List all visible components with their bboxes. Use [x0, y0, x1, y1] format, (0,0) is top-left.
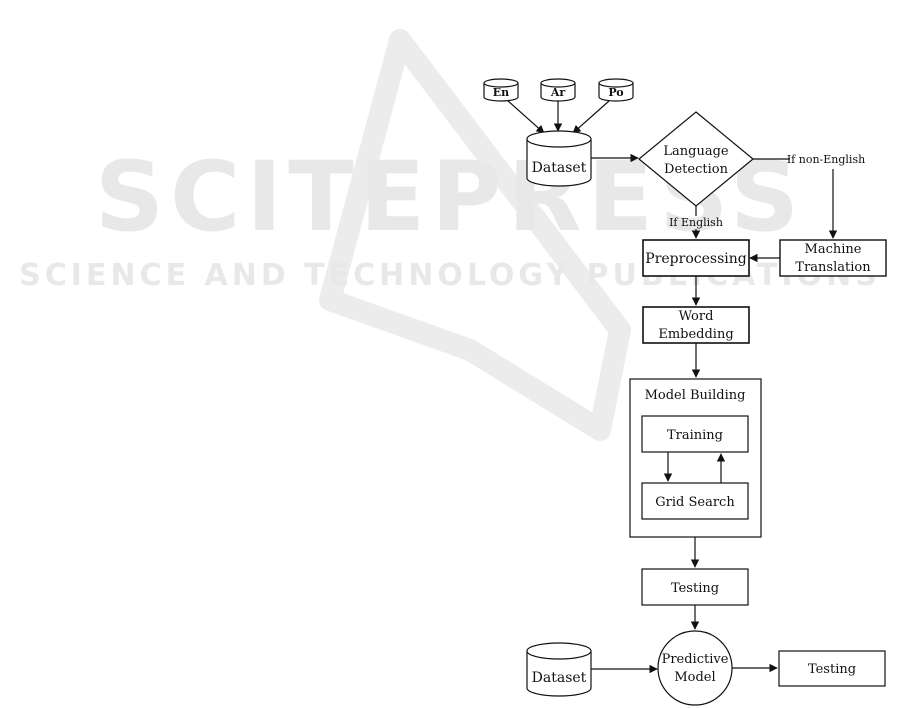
- dataset-bottom-label: Dataset: [532, 670, 587, 686]
- predictive-model-circle: [658, 631, 732, 705]
- source-en-label: En: [493, 86, 509, 99]
- language-detection-label-line1: Language: [663, 144, 729, 159]
- training-label: Training: [667, 428, 723, 443]
- if-english-label: If English: [669, 216, 723, 229]
- language-detection-label-line2: Detection: [664, 162, 729, 177]
- predictive-model-label-line1: Predictive: [662, 652, 729, 667]
- preprocessing-label: Preprocessing: [645, 251, 746, 267]
- arrow-po-to-dataset: [573, 101, 609, 133]
- watermark: SCITEPRESS SCIENCE AND TECHNOLOGY PUBLIC…: [19, 40, 881, 430]
- source-po-label: Po: [608, 86, 623, 99]
- model-building-label: Model Building: [645, 388, 746, 403]
- word-embedding-label-line2: Embedding: [658, 327, 733, 342]
- dataset-cylinder: [527, 131, 591, 186]
- if-non-english-label: If non-English: [787, 153, 865, 166]
- word-embedding-label-line1: Word: [679, 309, 714, 324]
- testing-output-label: Testing: [808, 662, 856, 677]
- grid-search-label: Grid Search: [655, 495, 735, 510]
- arrow-en-to-dataset: [508, 101, 544, 133]
- source-ar-label: Ar: [550, 86, 566, 99]
- machine-translation-label-line1: Machine: [805, 242, 862, 257]
- testing-label: Testing: [671, 581, 719, 596]
- machine-translation-label-line2: Translation: [795, 260, 871, 275]
- predictive-model-label-line2: Model: [674, 670, 715, 685]
- dataset-label: Dataset: [532, 160, 587, 176]
- watermark-subtitle: SCIENCE AND TECHNOLOGY PUBLICATIONS: [19, 258, 881, 293]
